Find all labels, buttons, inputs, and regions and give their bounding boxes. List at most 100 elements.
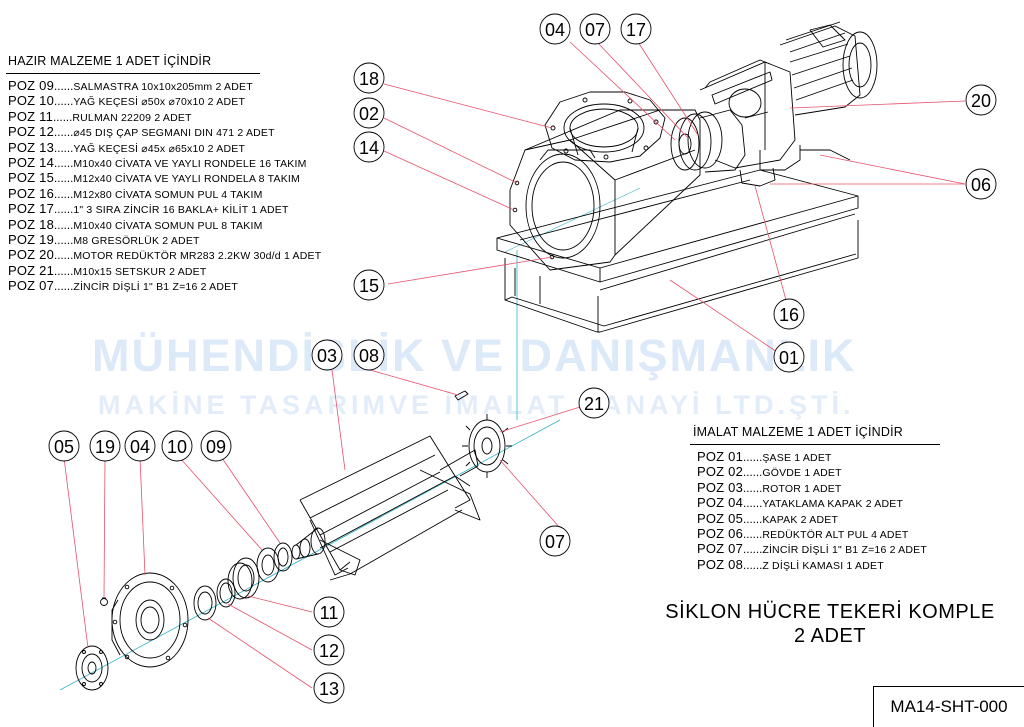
callout-12 xyxy=(313,634,345,666)
list-item: POZ 16......M12x80 CİVATA SOMUN PUL 4 TA… xyxy=(8,185,321,202)
part-description: M12x40 CİVATA VE YAYLI RONDELA 8 TAKIM xyxy=(73,173,300,186)
part-description: MOTOR REDÜKTÖR MR283 2.2KW 30d/d 1 ADET xyxy=(73,250,322,263)
part-code: POZ 09 xyxy=(8,78,54,93)
list-item: POZ 11......RULMAN 22209 2 ADET xyxy=(8,109,321,125)
list-item: POZ 15......M12x40 CİVATA VE YAYLI RONDE… xyxy=(8,171,321,186)
callout-11-label: 11 xyxy=(320,603,339,623)
callout-04-top xyxy=(539,13,571,45)
callout-04-bottom xyxy=(124,430,156,462)
manufactured-parts-list: POZ 01......ŞASE 1 ADET POZ 02......GÖVD… xyxy=(697,449,927,573)
part-code: POZ 07 xyxy=(697,541,743,557)
part-code: POZ 02 xyxy=(697,464,743,480)
oil-seal-45-part xyxy=(193,585,217,621)
callout-17-label: 17 xyxy=(626,20,646,40)
callout-07-top xyxy=(579,13,611,45)
part-description: M10x40 CİVATA SOMUN PUL 8 TAKIM xyxy=(73,219,263,232)
leader-dots: ...... xyxy=(743,451,763,464)
callout-20-label: 20 xyxy=(971,91,991,111)
leader-dots: ...... xyxy=(54,141,74,155)
leader-dots: ...... xyxy=(54,218,74,232)
callout-09-label: 09 xyxy=(206,437,226,457)
part-code: POZ 17 xyxy=(8,201,54,217)
callout-07-bottom xyxy=(539,525,571,557)
part-code: POZ 03 xyxy=(697,479,743,495)
part-description: Z DİŞLİ KAMASI 1 ADET xyxy=(762,559,884,572)
list-item: POZ 02......GÖVDE 1 ADET xyxy=(697,464,927,480)
callout-13-label: 13 xyxy=(319,679,339,699)
callout-18-label: 18 xyxy=(359,69,379,89)
callout-11 xyxy=(313,596,345,628)
list-item: POZ 05......KAPAK 2 ADET xyxy=(697,511,927,527)
part-description: M12x80 CİVATA SOMUN PUL 4 TAKIM xyxy=(73,188,263,201)
leader-dots: ...... xyxy=(54,95,74,109)
callout-04-top-label: 04 xyxy=(545,20,565,40)
part-code: POZ 16 xyxy=(8,185,54,201)
part-code: POZ 07 xyxy=(8,278,54,294)
list-item: POZ 04......YATAKLAMA KAPAK 2 ADET xyxy=(697,495,927,511)
part-description: KAPAK 2 ADET xyxy=(762,513,839,526)
leader-dots: ...... xyxy=(54,203,74,217)
shaft-key-part xyxy=(454,390,469,401)
callout-19-label: 19 xyxy=(95,437,115,457)
motor-reducer-part xyxy=(699,21,878,187)
rotor-axis-line xyxy=(59,419,561,691)
rotor-part xyxy=(291,435,481,581)
callout-20 xyxy=(965,84,997,116)
part-code: POZ 20 xyxy=(8,247,54,263)
callout-03-label: 03 xyxy=(317,346,337,366)
part-description: M8 GRESÖRLÜK 2 ADET xyxy=(73,235,200,248)
list-item: POZ 07......ZİNCİR DİŞLİ 1" B1 Z=16 2 AD… xyxy=(697,542,927,557)
leader-dots: ...... xyxy=(743,543,763,557)
leader-dots: ...... xyxy=(54,234,74,248)
part-code: POZ 21 xyxy=(8,262,54,278)
callout-01-label: 01 xyxy=(779,348,799,368)
bottom-chain-sprocket-part xyxy=(462,414,512,478)
part-code: POZ 04 xyxy=(697,495,743,511)
callout-04-bottom-label: 04 xyxy=(130,437,150,457)
part-code: POZ 08 xyxy=(697,556,743,572)
manufactured-list-title: İMALAT MALZEME 1 ADET İÇİNDİR xyxy=(693,425,904,439)
callout-06 xyxy=(965,168,997,200)
callout-02 xyxy=(353,97,385,129)
callout-19 xyxy=(89,430,121,462)
callout-15 xyxy=(353,269,385,301)
list-item: POZ 13......YAĞ KEÇESİ ⌀45x ⌀65x10 2 ADE… xyxy=(8,140,321,156)
top-chain-sprocket-part xyxy=(670,109,746,173)
part-description: SALMASTRA 10x10x205mm 2 ADET xyxy=(73,81,253,93)
leader-dots: ...... xyxy=(54,187,74,201)
list-item: POZ 20......MOTOR REDÜKTÖR MR283 2.2KW 3… xyxy=(8,248,321,263)
part-code: POZ 19 xyxy=(8,232,54,248)
housing-body-part xyxy=(509,109,701,271)
callout-07-top-label: 07 xyxy=(585,20,605,40)
leader-dots: ...... xyxy=(54,249,74,263)
list-item: POZ 06......REDÜKTÖR ALT PUL 4 ADET xyxy=(697,526,927,542)
leader-dots: ...... xyxy=(743,558,763,572)
callout-09 xyxy=(200,430,232,462)
callout-14-label: 14 xyxy=(359,138,379,158)
chassis-part xyxy=(496,169,859,333)
callout-10-label: 10 xyxy=(167,437,187,457)
list-item: POZ 07......ZİNCİR DİŞLİ 1" B1 Z=16 2 AD… xyxy=(8,278,321,294)
part-description: YATAKLAMA KAPAK 2 ADET xyxy=(762,498,904,511)
grease-nipple-part xyxy=(100,597,108,606)
list-item: POZ 12......⌀45 DIŞ ÇAP SEGMANI DIN 471 … xyxy=(8,124,321,140)
list-item: POZ 09......SALMASTRA 10x10x205mm 2 ADET xyxy=(8,78,321,94)
oil-seal-50-part xyxy=(256,547,280,583)
leader-dots: ...... xyxy=(54,157,74,171)
part-description: ROTOR 1 ADET xyxy=(762,482,842,495)
callout-13 xyxy=(313,672,345,704)
callout-02-label: 02 xyxy=(359,104,379,124)
body-axis-line xyxy=(504,187,641,253)
callout-08-label: 08 xyxy=(359,346,379,366)
watermark-company-subtitle: MAKİNE TASARIMVE İMALAT SANAYİ LTD.ŞTİ. xyxy=(98,390,855,420)
part-code: POZ 12 xyxy=(8,124,54,140)
callout-06-label: 06 xyxy=(971,175,991,195)
list-item: POZ 03......ROTOR 1 ADET xyxy=(697,479,927,496)
list-item: POZ 19......M8 GRESÖRLÜK 2 ADET xyxy=(8,232,321,248)
part-description: ZİNCİR DİŞLİ 1" B1 Z=16 2 ADET xyxy=(762,544,927,557)
part-code: POZ 14 xyxy=(8,155,54,171)
callout-18 xyxy=(353,62,385,94)
leader-dots: ...... xyxy=(53,110,73,124)
callout-08 xyxy=(353,339,385,371)
